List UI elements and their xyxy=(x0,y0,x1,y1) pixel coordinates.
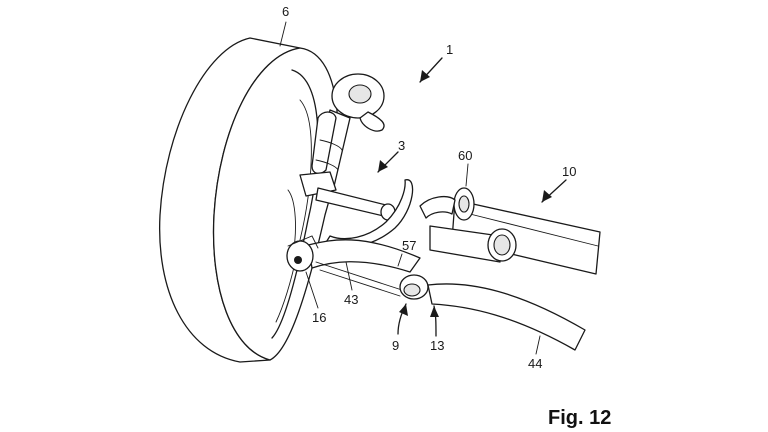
leader-57 xyxy=(397,253,403,267)
arrow-9-head xyxy=(399,304,408,316)
bush-inner xyxy=(403,283,421,297)
link-rod-2 xyxy=(319,269,401,297)
mount-tab xyxy=(359,111,385,132)
bush xyxy=(399,274,429,300)
figure-caption: Fig. 12 xyxy=(548,407,611,429)
lower-link xyxy=(307,239,421,297)
cylinder-cap xyxy=(493,234,511,256)
arrow-3-head xyxy=(378,160,388,172)
reference-numerals: 6 1 3 60 10 57 43 16 9 13 44 xyxy=(282,4,576,371)
curved-plate xyxy=(324,179,414,249)
joint-housing xyxy=(286,240,314,272)
cylinder xyxy=(429,225,517,263)
ref-43: 43 xyxy=(344,292,358,307)
ref-44: 44 xyxy=(528,356,542,371)
cylinder-body xyxy=(429,225,501,263)
ref-1: 1 xyxy=(446,42,453,57)
clamp-hole xyxy=(458,195,470,213)
ref-13: 13 xyxy=(430,338,444,353)
arrow-1-head xyxy=(420,70,430,82)
tube xyxy=(419,195,456,219)
arrow-13-head xyxy=(430,306,439,317)
leader-43 xyxy=(345,261,353,291)
rim-inner xyxy=(275,99,312,323)
ref-16: 16 xyxy=(312,310,326,325)
wheel xyxy=(158,37,339,363)
arrow-10-head xyxy=(542,190,552,202)
rim-outer xyxy=(271,69,319,339)
link-body xyxy=(307,239,421,273)
leader-6 xyxy=(279,21,287,47)
leader-60 xyxy=(465,163,469,187)
strip xyxy=(427,283,586,351)
leader-lines xyxy=(279,21,541,355)
joint-lug xyxy=(287,235,319,249)
joint-bolt xyxy=(294,256,302,264)
strut-spring-1 xyxy=(319,139,343,151)
ref-60: 60 xyxy=(458,148,472,163)
ref-10: 10 xyxy=(562,164,576,179)
link-rod xyxy=(315,261,403,291)
leader-16 xyxy=(305,271,319,309)
top-mount-hub xyxy=(348,84,372,104)
joint xyxy=(286,235,319,272)
ref-9: 9 xyxy=(392,338,399,353)
strut-assembly xyxy=(299,73,385,197)
ref-3: 3 xyxy=(398,138,405,153)
leader-44 xyxy=(535,335,541,355)
shaft xyxy=(419,187,601,275)
shaft-line xyxy=(469,213,599,247)
ref-6: 6 xyxy=(282,4,289,19)
strut-spring-2 xyxy=(315,159,339,171)
ref-57: 57 xyxy=(402,238,416,253)
strut-tube xyxy=(311,111,337,175)
arrows xyxy=(377,57,567,337)
